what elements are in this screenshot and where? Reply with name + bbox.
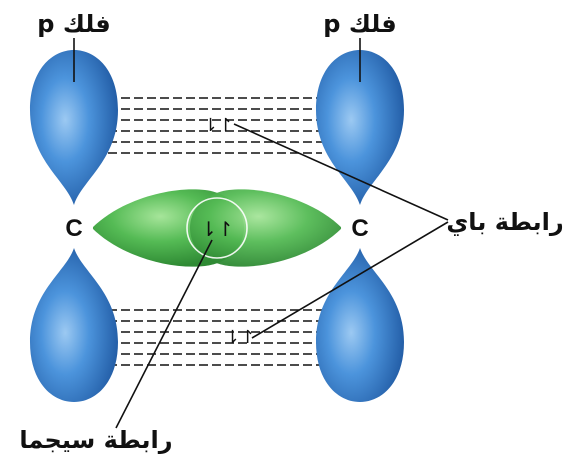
p-orbital-right-label: فلك p: [323, 10, 396, 38]
p-orbital-right-top-lobe: [316, 50, 404, 205]
carbon-atom-right-circle: [341, 209, 379, 247]
sigma-electron-pair: ⇂↾: [200, 217, 234, 241]
p-orbital-left-label: فلك p: [37, 10, 110, 38]
carbon-atom-left-label: C: [65, 215, 82, 242]
pi-bond-dashes-bottom: [108, 309, 322, 366]
sigma-orbital-right-lobe: [190, 189, 342, 267]
carbon-atom-right-label: C: [351, 215, 368, 242]
p-orbital-right-bottom-lobe: [316, 248, 404, 402]
pi-top-electron-pair: ⇂↾: [203, 115, 233, 136]
p-orbital-left-top-lobe: [30, 50, 118, 205]
pi-bond-leader-top: [233, 123, 449, 221]
leader-lines: [73, 38, 449, 429]
sigma-bond-label: رابطة سيجما: [19, 426, 172, 454]
pi-bond-leader-bottom: [251, 221, 449, 339]
pi-bond-label: رابطة باي: [446, 208, 563, 236]
p-orbital-left-bottom-lobe: [30, 248, 118, 402]
carbon-atom-left-circle: [55, 209, 93, 247]
pi-bottom-electron-pair: ⇂↾: [225, 327, 255, 348]
sigma-bond-leader: [115, 239, 213, 429]
pi-bond-dashes-top: [108, 97, 322, 154]
sigma-overlap-circle: [186, 197, 248, 259]
